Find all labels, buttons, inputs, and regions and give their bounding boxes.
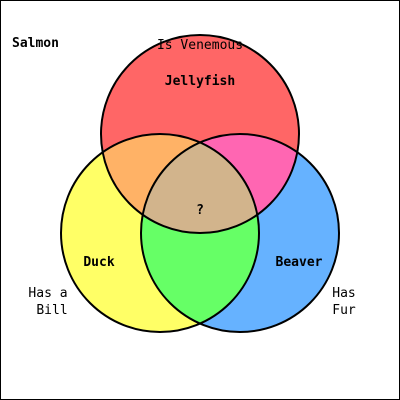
category-fur-line1: Has [332,286,355,301]
category-bill-line1: Has a [28,286,67,301]
center-question-mark: ? [196,203,204,218]
animal-venomous: Jellyfish [165,74,235,89]
outline-venomous [100,34,300,234]
animal-bill: Duck [83,255,114,270]
overlap-all-three [141,134,259,233]
outside-label: Salmon [12,36,59,51]
category-fur-line2: Fur [332,303,356,318]
category-venomous: Is Venemous [157,38,243,53]
category-bill-line2: Bill [36,303,67,318]
animal-fur: Beaver [276,255,323,270]
outline-bill [60,133,260,333]
outline-fur [140,133,340,333]
